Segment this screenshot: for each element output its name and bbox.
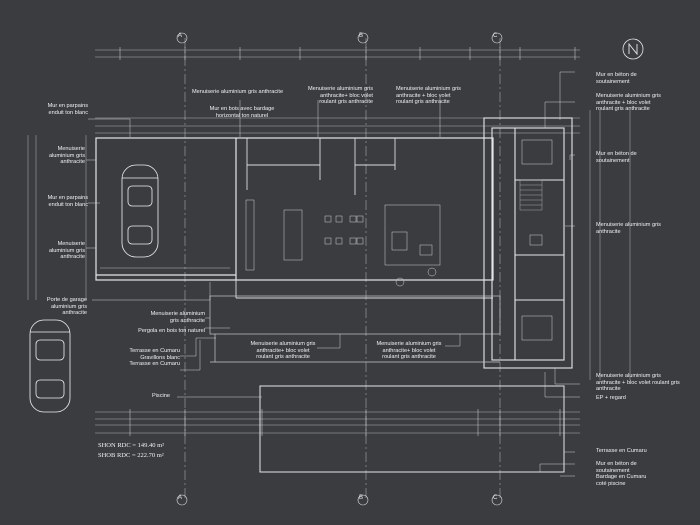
label-ep-regard: EP + regard [596, 395, 626, 401]
dimension-ticks [119, 47, 576, 436]
axis-label-c-bottom: C [493, 495, 498, 501]
leader-lines [86, 71, 580, 477]
car-outside [29, 319, 71, 413]
pool-outline [259, 385, 565, 473]
car-in-garage [121, 164, 159, 258]
label-menuiserie-top-1: Menuiserie aluminium gris anthracite [192, 89, 284, 95]
north-arrow-icon [622, 38, 644, 60]
axis-label-a-bottom: A [178, 495, 183, 501]
axis-bubbles [176, 32, 503, 506]
interior-walls [235, 138, 493, 299]
label-pergola: Pergola en bois ton naturel [138, 328, 205, 334]
axis-label-c-top: C [493, 33, 498, 39]
area-shob: SHOB RDC = 222.70 m² [98, 452, 164, 459]
area-shon: SHON RDC = 149.40 m² [98, 442, 165, 449]
left-dimension-lines [27, 135, 87, 300]
axis-label-a-top: A [178, 33, 183, 39]
house-walls [95, 137, 494, 281]
bottom-dimension-lines [95, 411, 580, 434]
axis-label-b-bottom: B [359, 495, 364, 501]
stairs [519, 179, 543, 211]
label-terrasse-cumaru: Terrasse en Cumaru [596, 448, 647, 454]
right-wing [483, 117, 573, 369]
axis-label-b-top: B [359, 33, 364, 39]
furniture [245, 139, 553, 341]
pergola-band [209, 295, 501, 363]
right-dimension-lines [589, 110, 631, 380]
label-piscine: Piscine [151, 393, 170, 399]
